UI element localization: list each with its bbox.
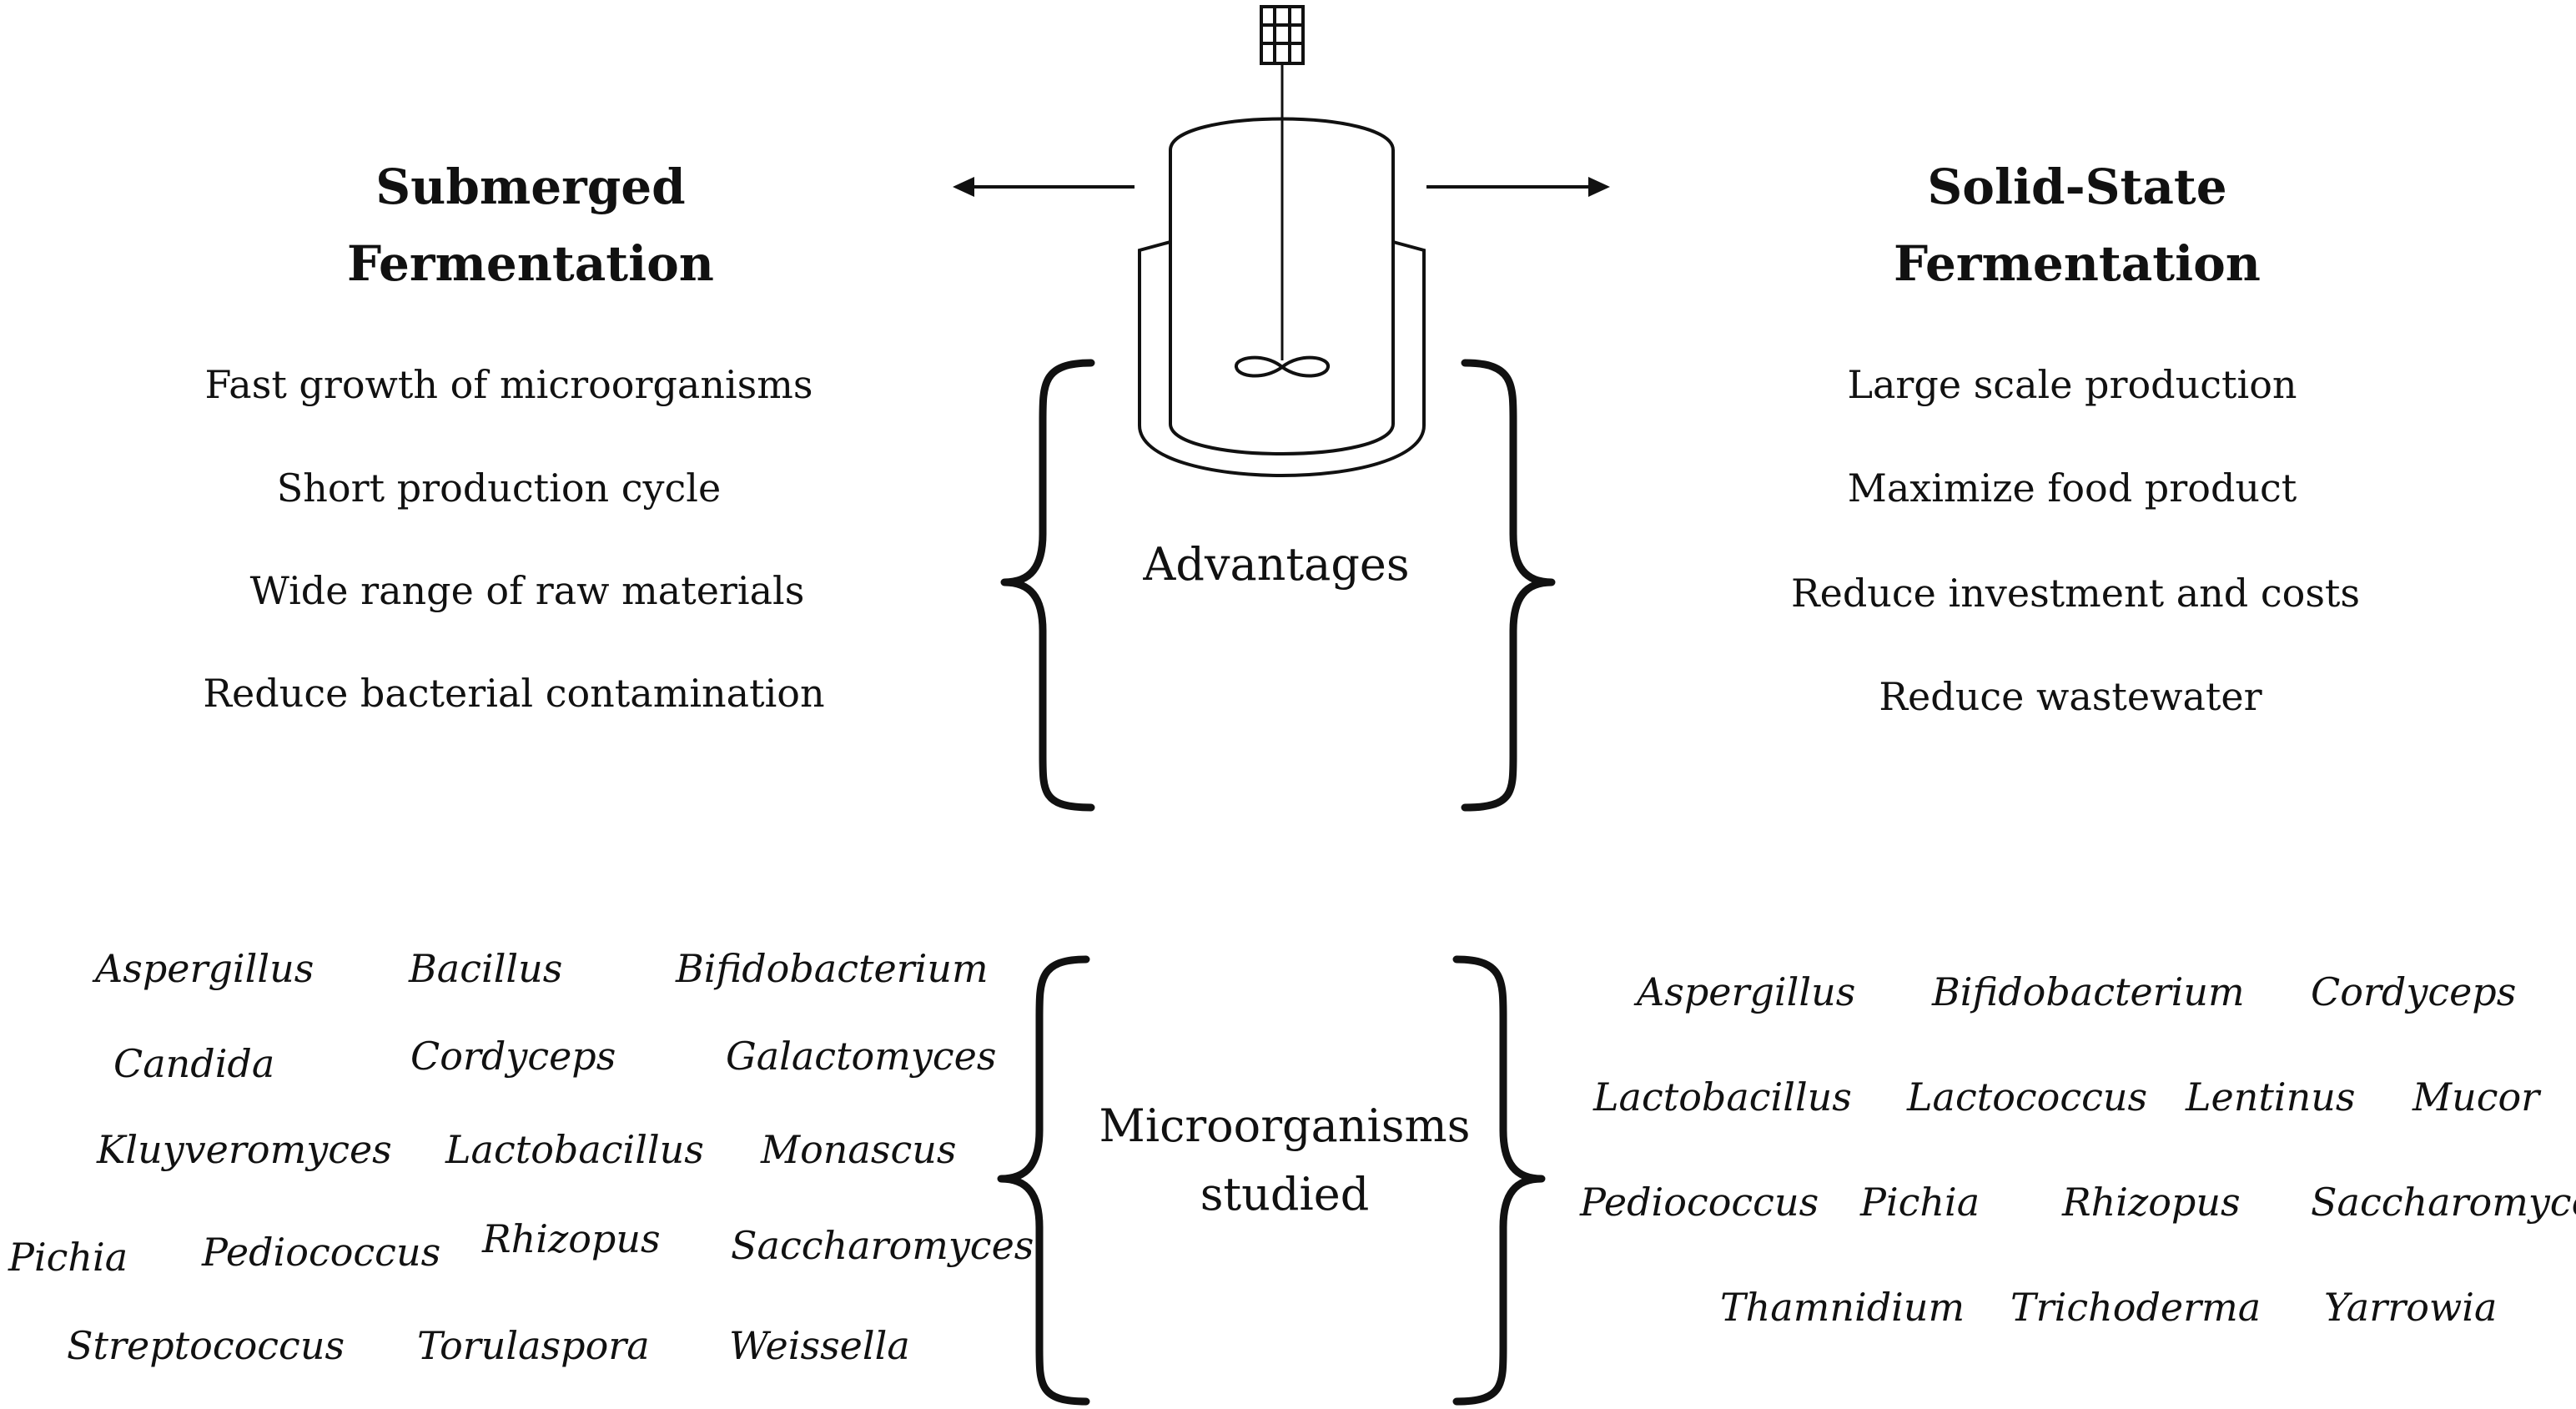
submerged-organism: Saccharomyces [731, 1223, 1034, 1268]
brace-microorganisms-left [997, 955, 1090, 1406]
solid-state-title-line2: Fermentation [1894, 235, 2261, 292]
solid-state-organism: Yarrowia [2324, 1285, 2498, 1330]
bioreactor-icon [1138, 5, 1426, 477]
arrow-left [953, 177, 1135, 197]
submerged-organism: Pichia [8, 1235, 128, 1280]
microorganisms-label-line1: Microorganisms [1099, 1100, 1471, 1152]
submerged-advantage: Short production cycle [276, 465, 722, 511]
advantages-label: Advantages [1143, 538, 1410, 591]
solid-state-organism: Pediococcus [1580, 1180, 1819, 1225]
submerged-organism: Bifidobacterium [676, 946, 989, 991]
arrow-right [1426, 177, 1610, 197]
solid-state-organism: Lactobacillus [1593, 1074, 1852, 1120]
submerged-organism: Cordyceps [410, 1034, 616, 1079]
solid-state-advantage: Large scale production [1847, 362, 2297, 407]
solid-state-organism: Bifidobacterium [1932, 969, 2245, 1014]
submerged-organism: Rhizopus [482, 1216, 661, 1261]
solid-state-organism: Lentinus [2186, 1074, 2356, 1120]
solid-state-organism: Pichia [1860, 1180, 1980, 1225]
submerged-organism: Weissella [729, 1323, 910, 1368]
submerged-organism: Aspergillus [95, 946, 314, 991]
solid-state-title-line1: Solid-State [1927, 159, 2227, 215]
microorganisms-label-line2: studied [1200, 1168, 1370, 1220]
submerged-organism: Torulaspora [417, 1323, 650, 1368]
solid-state-organism: Lactococcus [1907, 1074, 2148, 1120]
solid-state-organism: Rhizopus [2062, 1180, 2241, 1225]
submerged-advantage: Wide range of raw materials [249, 568, 805, 613]
submerged-title-line2: Fermentation [347, 235, 714, 292]
solid-state-organism: Mucor [2412, 1074, 2540, 1120]
solid-state-organism: Aspergillus [1637, 969, 1856, 1014]
submerged-organism: Pediococcus [202, 1230, 441, 1275]
submerged-title-line1: Submerged [375, 159, 686, 215]
solid-state-organism: Thamnidium [1720, 1285, 1965, 1330]
solid-state-advantage: Reduce investment and costs [1790, 571, 2361, 616]
submerged-organism: Galactomyces [726, 1034, 997, 1079]
solid-state-advantage: Maximize food product [1847, 465, 2297, 511]
submerged-organism: Lactobacillus [445, 1127, 704, 1172]
solid-state-advantage: Reduce wastewater [1879, 674, 2262, 719]
solid-state-organism: Trichoderma [2010, 1285, 2262, 1330]
submerged-advantage: Reduce bacterial contamination [203, 671, 825, 716]
submerged-organism: Monascus [761, 1127, 957, 1172]
submerged-advantage: Fast growth of microorganisms [204, 362, 813, 407]
submerged-organism: Kluyveromyces [97, 1127, 392, 1172]
brace-microorganisms-right [1452, 955, 1546, 1406]
brace-advantages-left [1000, 359, 1095, 812]
submerged-organism: Candida [113, 1041, 275, 1086]
solid-state-organism: Saccharomyces [2311, 1180, 2576, 1225]
brace-advantages-right [1461, 359, 1556, 812]
submerged-organism: Streptococcus [67, 1323, 345, 1368]
solid-state-organism: Cordyceps [2311, 969, 2517, 1014]
submerged-organism: Bacillus [409, 946, 563, 991]
